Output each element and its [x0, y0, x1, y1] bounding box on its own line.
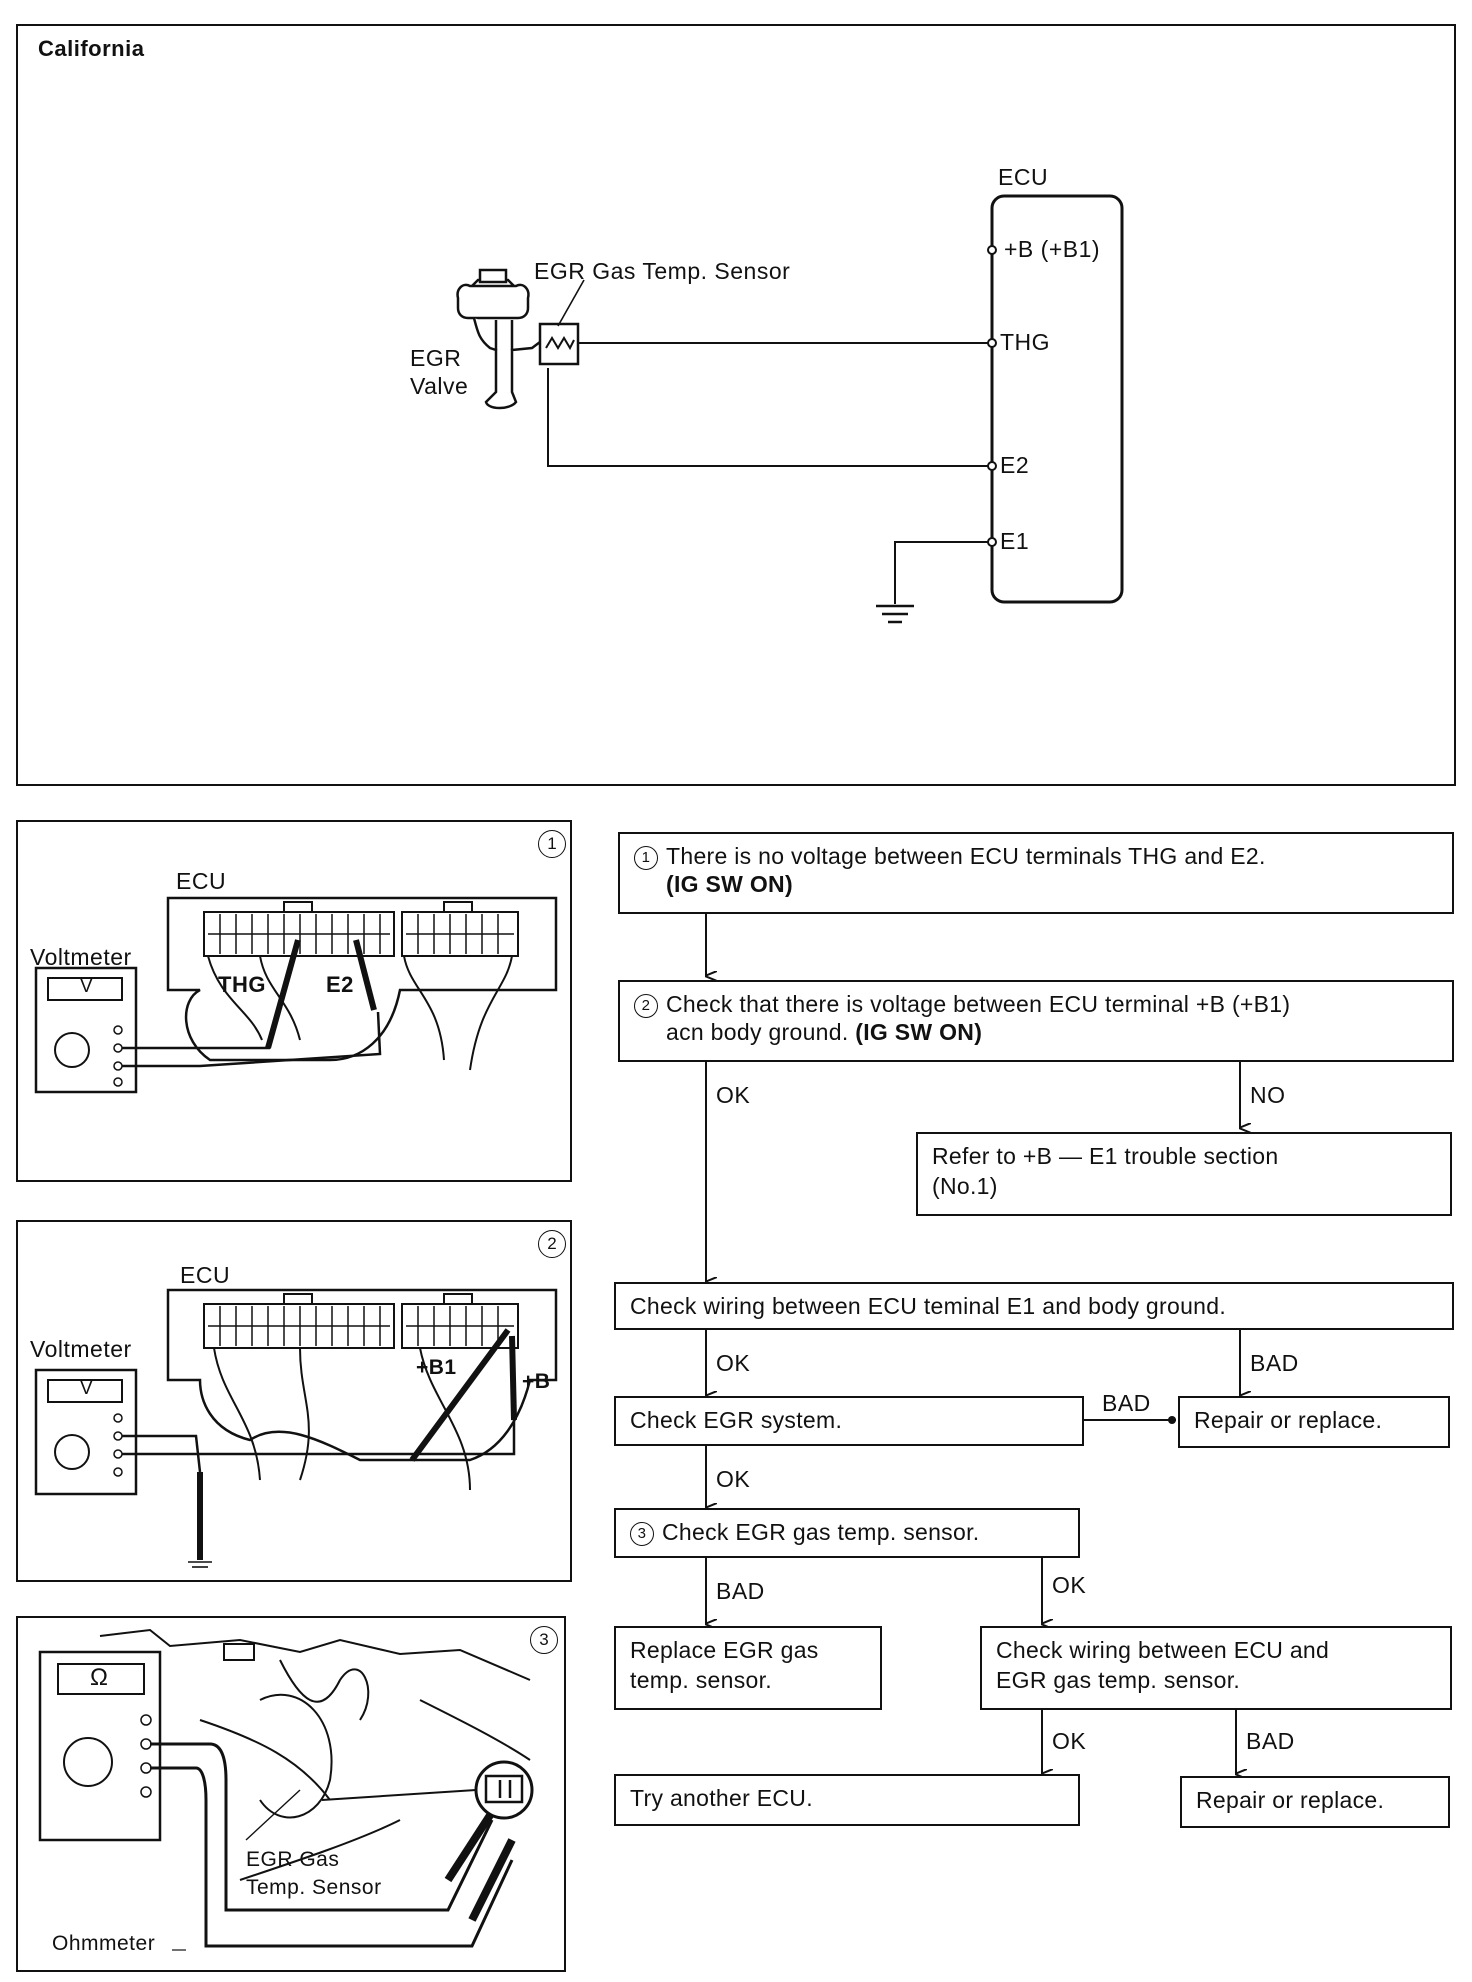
panel-3-step-number: 3 — [530, 1626, 558, 1654]
panel-1-probe-thg: THG — [218, 972, 266, 997]
panel-1-meter-face: V — [80, 976, 94, 997]
flow-replace-box: Replace EGR gas temp. sensor. — [614, 1626, 882, 1710]
flow-step-2-box: 2 Check that there is voltage between ECU… — [618, 980, 1454, 1062]
panel-3-sensor-label-1: EGR Gas — [246, 1848, 340, 1871]
flow-check-wiring-box: Check wiring between ECU and EGR gas tem… — [980, 1626, 1452, 1710]
flow-ok-label-3: OK — [716, 1466, 751, 1492]
e2-wire — [547, 368, 988, 467]
flow-ok-label-2: OK — [716, 1350, 751, 1376]
flow-check-wiring-text-1: Check wiring between ECU and — [996, 1637, 1330, 1663]
wiring-title: California — [38, 36, 145, 61]
terminal-e1-label: E1 — [1000, 528, 1030, 554]
flow-check-e1-box: Check wiring between ECU teminal E1 and … — [614, 1282, 1454, 1330]
panel-3-meter-label: Ohmmeter — [52, 1932, 156, 1955]
flow-step-2-condition: (IG SW ON) — [855, 1019, 983, 1045]
flow-ok-label-1: OK — [716, 1082, 751, 1108]
panel-1-step-number: 1 — [538, 830, 566, 858]
valve-label-1: EGR — [410, 345, 462, 371]
flow-step-1-number: 1 — [634, 846, 658, 870]
flow-ok-label-4: OK — [1052, 1572, 1087, 1598]
panel-2-meter-face: V — [80, 1378, 94, 1399]
panel-2-probe-b: +B — [522, 1370, 551, 1393]
flow-bad-label-4: BAD — [1246, 1728, 1295, 1754]
flow-ok-label-5: OK — [1052, 1728, 1087, 1754]
flow-bad-label-3: BAD — [716, 1578, 765, 1604]
flow-step-2-text-2: acn body ground. — [666, 1019, 849, 1045]
flow-step-2-text-1: Check that there is voltage between ECU … — [666, 991, 1291, 1017]
flow-no-label: NO — [1250, 1082, 1286, 1108]
flow-refer-text-2: (No.1) — [932, 1173, 998, 1199]
egr-valve-drawing — [456, 268, 541, 410]
panel-1-meter-label: Voltmeter — [30, 944, 132, 970]
flow-replace-text-2: temp. sensor. — [630, 1667, 772, 1693]
panel-2-step-number: 2 — [538, 1230, 566, 1258]
flow-step-1-box: 1 There is no voltage between ECU termina… — [618, 832, 1454, 914]
flow-bad-label-2: BAD — [1102, 1390, 1151, 1416]
ecu-box — [990, 194, 1124, 604]
thermistor-zigzag — [545, 336, 575, 351]
flow-check-egr-box: Check EGR system. — [614, 1396, 1084, 1446]
terminal-thg-label: THG — [1000, 329, 1051, 355]
panel-3-meter-face: Ω — [90, 1664, 109, 1691]
panel-2-ecu-label: ECU — [180, 1262, 231, 1288]
flow-step-2-number: 2 — [634, 994, 658, 1018]
ground-symbol — [876, 604, 914, 624]
terminal-b-label: +B (+B1) — [1004, 236, 1101, 262]
terminal-e2-label: E2 — [1000, 452, 1030, 478]
flow-repair-box-1: Repair or replace. — [1178, 1396, 1450, 1448]
flow-refer-box: Refer to +B — E1 trouble section (No.1) — [916, 1132, 1452, 1216]
flow-refer-text-1: Refer to +B — E1 trouble section — [932, 1143, 1279, 1169]
sensor-label-leader — [557, 279, 585, 327]
flow-bad-label-1: BAD — [1250, 1350, 1299, 1376]
flow-replace-text-1: Replace EGR gas — [630, 1637, 819, 1663]
sensor-label: EGR Gas Temp. Sensor — [534, 258, 791, 284]
flow-step-3-number: 3 — [630, 1522, 654, 1546]
flow-try-ecu-box: Try another ECU. — [614, 1774, 1080, 1826]
terminal-b-dot — [987, 245, 997, 255]
flow-step-3-box: 3 Check EGR gas temp. sensor. — [614, 1508, 1080, 1558]
panel-3-sensor-label-2: Temp. Sensor — [246, 1876, 382, 1899]
valve-label-2: Valve — [410, 373, 469, 399]
flow-step-3-text: Check EGR gas temp. sensor. — [662, 1519, 980, 1545]
flow-step-1-condition: (IG SW ON) — [666, 871, 793, 897]
panel-1-probe-e2: E2 — [326, 972, 354, 997]
ecu-label-top: ECU — [998, 164, 1049, 190]
e1-ground-wire — [894, 541, 988, 604]
panel-2-meter-label: Voltmeter — [30, 1336, 132, 1362]
wiring-diagram-frame — [16, 24, 1456, 786]
flow-check-wiring-text-2: EGR gas temp. sensor. — [996, 1667, 1241, 1693]
flow-step-1-text: There is no voltage between ECU terminal… — [666, 843, 1266, 869]
panel-1-ecu-label: ECU — [176, 868, 227, 894]
flow-repair-box-2: Repair or replace. — [1180, 1776, 1450, 1828]
panel-2-probe-b1: +B1 — [416, 1356, 457, 1379]
